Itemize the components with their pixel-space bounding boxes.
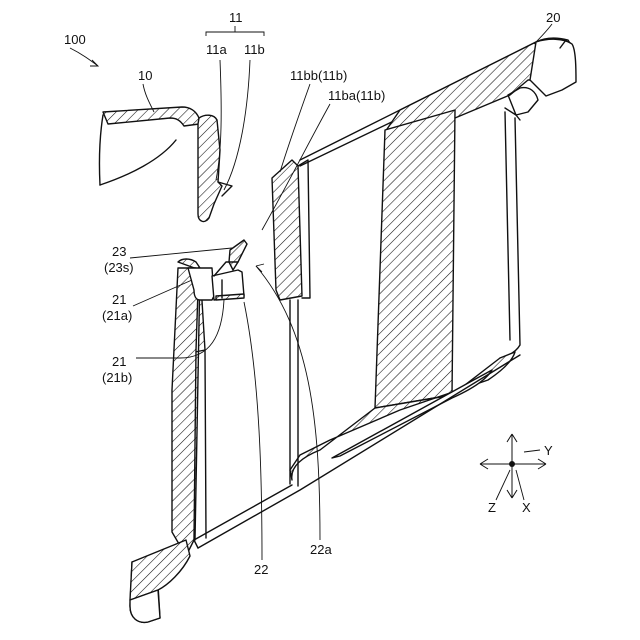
- axis-label-y: Y: [544, 443, 553, 458]
- label-22a: 22a: [310, 542, 332, 557]
- label-11ba: 11ba(11b): [328, 88, 385, 103]
- axis-label-z: Z: [488, 500, 496, 515]
- label-21-top: 21: [112, 292, 126, 307]
- label-22: 22: [254, 562, 268, 577]
- axis-label-x: X: [522, 500, 531, 515]
- label-20: 20: [546, 10, 560, 25]
- label-11: 11: [229, 10, 243, 25]
- member-10: [99, 107, 232, 221]
- label-21-bottom: 21: [112, 354, 126, 369]
- label-21a: (21a): [102, 308, 132, 323]
- label-11b: 11b: [244, 42, 265, 57]
- label-100: 100: [64, 32, 86, 47]
- panel-20: [130, 38, 576, 622]
- label-10: 10: [138, 68, 152, 83]
- axes-indicator: [480, 434, 546, 500]
- label-11a: 11a: [206, 42, 227, 57]
- label-11bb: 11bb(11b): [290, 68, 347, 83]
- label-23: 23: [112, 244, 126, 259]
- label-21b: (21b): [102, 370, 132, 385]
- label-23s: (23s): [104, 260, 134, 275]
